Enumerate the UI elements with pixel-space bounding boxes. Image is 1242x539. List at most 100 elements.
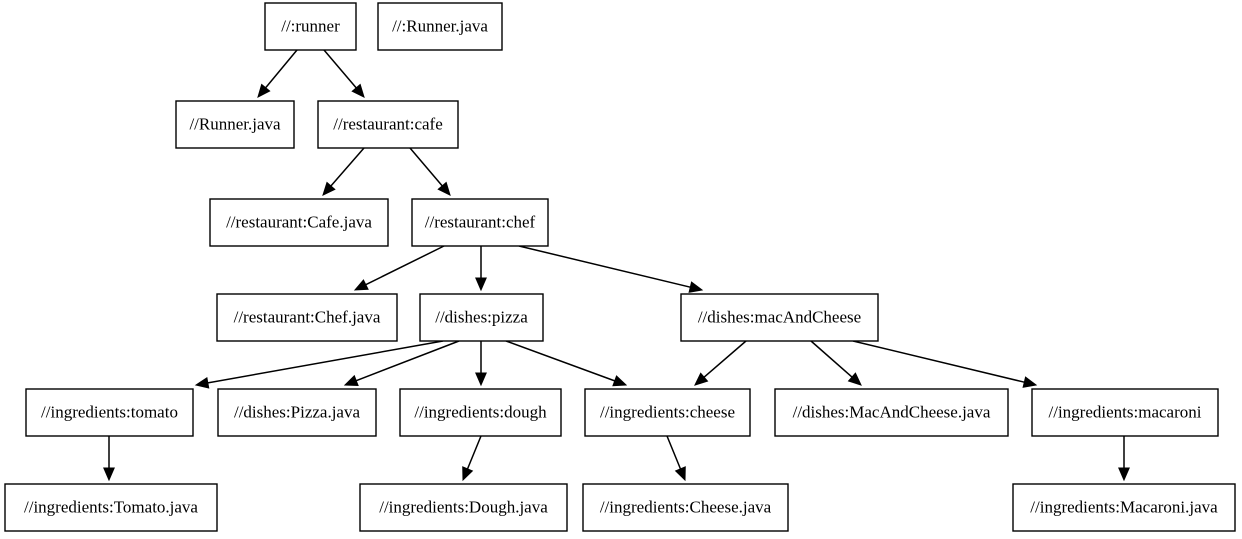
graph-edge xyxy=(694,340,747,386)
graph-edge xyxy=(475,246,487,292)
node-box[interactable] xyxy=(582,483,789,532)
node-box[interactable] xyxy=(1012,483,1236,532)
node-box[interactable] xyxy=(175,100,295,149)
graph-node-restaurant_cafe_java[interactable]: //restaurant:Cafe.java xyxy=(209,198,389,247)
edge-line xyxy=(666,435,682,470)
node-label: //ingredients:Dough.java xyxy=(379,497,548,516)
graph-node-dishes_pizza[interactable]: //dishes:pizza xyxy=(419,293,544,342)
graph-edge xyxy=(409,147,451,196)
node-label: //restaurant:Cafe.java xyxy=(226,212,372,231)
edge-arrowhead-icon xyxy=(437,181,451,196)
edge-line xyxy=(703,340,747,378)
graph-node-ingredients_dough_java[interactable]: //ingredients:Dough.java xyxy=(359,483,568,532)
graph-edge xyxy=(475,341,487,387)
node-box[interactable] xyxy=(4,483,218,532)
graph-node-runner[interactable]: //:runner xyxy=(264,2,357,51)
node-box[interactable] xyxy=(584,388,751,437)
node-label: //ingredients:tomato xyxy=(41,402,178,421)
node-label: //ingredients:Cheese.java xyxy=(600,497,772,516)
node-label: //Runner.java xyxy=(189,114,281,133)
graph-edge xyxy=(852,340,1038,388)
graph-node-restaurant_chef_java[interactable]: //restaurant:Chef.java xyxy=(216,293,398,342)
edge-line xyxy=(852,340,1025,383)
graph-edge xyxy=(323,49,365,98)
edge-arrowhead-icon xyxy=(322,181,336,196)
node-box[interactable] xyxy=(216,293,398,342)
graph-edge xyxy=(505,340,628,387)
node-label: //restaurant:cafe xyxy=(333,114,443,133)
graph-edge xyxy=(257,49,298,98)
graph-edge xyxy=(666,435,686,482)
node-box[interactable] xyxy=(377,2,503,51)
edge-line xyxy=(355,340,460,382)
edge-arrowhead-icon xyxy=(674,466,686,482)
node-box[interactable] xyxy=(1031,388,1219,437)
edge-arrowhead-icon xyxy=(1118,467,1130,482)
edge-arrowhead-icon xyxy=(1022,376,1038,388)
node-label: //dishes:macAndCheese xyxy=(698,307,861,326)
node-label: //:Runner.java xyxy=(392,16,488,35)
graph-node-runner_java[interactable]: //Runner.java xyxy=(175,100,295,149)
edge-line xyxy=(265,49,298,89)
node-label: //restaurant:chef xyxy=(425,212,536,231)
edge-line xyxy=(365,245,445,286)
node-label: //ingredients:dough xyxy=(414,402,547,421)
graph-node-ingredients_cheese[interactable]: //ingredients:cheese xyxy=(584,388,751,437)
node-box[interactable] xyxy=(419,293,544,342)
node-label: //ingredients:Tomato.java xyxy=(24,497,198,516)
node-label: //dishes:pizza xyxy=(435,307,528,326)
graph-node-dishes_macandcheese_java[interactable]: //dishes:MacAndCheese.java xyxy=(774,388,1009,437)
node-box[interactable] xyxy=(317,100,459,149)
node-label: //dishes:Pizza.java xyxy=(234,402,361,421)
graph-node-runner_java_root[interactable]: //:Runner.java xyxy=(377,2,503,51)
node-label: //ingredients:macaroni xyxy=(1049,402,1202,421)
edge-arrowhead-icon xyxy=(194,376,210,389)
graph-edge xyxy=(353,245,445,291)
edge-line xyxy=(466,435,482,470)
edge-arrowhead-icon xyxy=(475,277,487,292)
node-box[interactable] xyxy=(359,483,568,532)
edge-arrowhead-icon xyxy=(353,279,369,291)
edge-line xyxy=(505,340,615,382)
graph-node-ingredients_macaroni[interactable]: //ingredients:macaroni xyxy=(1031,388,1219,437)
graph-node-restaurant_chef[interactable]: //restaurant:chef xyxy=(411,198,549,247)
node-box[interactable] xyxy=(264,2,357,51)
edge-arrowhead-icon xyxy=(257,83,271,98)
node-box[interactable] xyxy=(25,388,194,437)
node-box[interactable] xyxy=(399,388,562,437)
edge-line xyxy=(810,340,853,378)
node-box[interactable] xyxy=(411,198,549,247)
graph-node-ingredients_macaroni_java[interactable]: //ingredients:Macaroni.java xyxy=(1012,483,1236,532)
node-label: //dishes:MacAndCheese.java xyxy=(793,402,991,421)
edge-arrowhead-icon xyxy=(343,374,359,387)
graph-node-dishes_pizza_java[interactable]: //dishes:Pizza.java xyxy=(217,388,377,437)
nodes-layer: //:runner //:Runner.java //Runner.java //re… xyxy=(4,2,1236,532)
node-box[interactable] xyxy=(680,293,879,342)
graph-node-ingredients_tomato_java[interactable]: //ingredients:Tomato.java xyxy=(4,483,218,532)
edges-layer xyxy=(103,49,1130,482)
graph-edge xyxy=(103,436,115,482)
node-label: //:runner xyxy=(281,16,340,35)
edge-line xyxy=(518,245,691,288)
node-label: //restaurant:Chef.java xyxy=(234,307,381,326)
graph-edge xyxy=(462,435,482,482)
graph-edge xyxy=(322,147,365,196)
node-label: //ingredients:Macaroni.java xyxy=(1030,497,1218,516)
edge-arrowhead-icon xyxy=(847,372,862,386)
node-box[interactable] xyxy=(217,388,377,437)
graph-node-dishes_macandcheese[interactable]: //dishes:macAndCheese xyxy=(680,293,879,342)
edge-arrowhead-icon xyxy=(612,375,628,387)
edge-line xyxy=(409,147,443,187)
graph-edge xyxy=(1118,436,1130,482)
node-box[interactable] xyxy=(774,388,1009,437)
graph-node-restaurant_cafe[interactable]: //restaurant:cafe xyxy=(317,100,459,149)
graph-node-ingredients_dough[interactable]: //ingredients:dough xyxy=(399,388,562,437)
graph-node-ingredients_tomato[interactable]: //ingredients:tomato xyxy=(25,388,194,437)
edge-arrowhead-icon xyxy=(351,83,365,98)
graph-node-ingredients_cheese_java[interactable]: //ingredients:Cheese.java xyxy=(582,483,789,532)
edge-arrowhead-icon xyxy=(462,466,474,482)
node-box[interactable] xyxy=(209,198,389,247)
edge-arrowhead-icon xyxy=(103,467,115,482)
